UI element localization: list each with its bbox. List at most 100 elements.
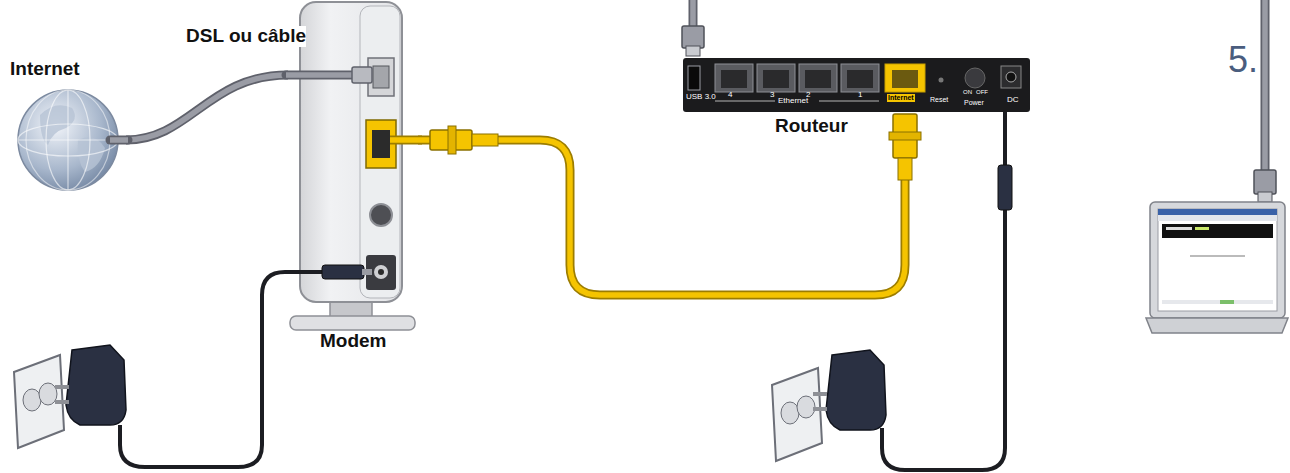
power-cord-part — [813, 392, 827, 396]
cable-label: DSL ou câble — [186, 26, 306, 47]
power-cord-part — [55, 400, 69, 404]
power-cord-part — [813, 407, 827, 411]
cable-outline — [126, 75, 288, 140]
dsl-plug-part — [286, 71, 360, 80]
port-label: Ethernet — [778, 97, 808, 106]
laptop-part — [1254, 170, 1276, 194]
switch-label: Power — [964, 99, 984, 107]
cable-connector — [418, 140, 905, 295]
laptop-part — [1162, 300, 1273, 304]
dsl-plug-part — [352, 67, 372, 83]
globe-icon-part — [110, 136, 128, 145]
globe-icon-part — [18, 139, 118, 140]
router-body-part — [819, 101, 879, 102]
laptop-part — [1261, 0, 1270, 172]
port-label: Internet — [887, 94, 915, 102]
router-body-part — [805, 70, 831, 88]
router-body-part — [885, 64, 925, 92]
power-cord-part — [826, 350, 886, 430]
router-body-part — [715, 101, 775, 102]
cable-outline — [418, 140, 905, 295]
laptop-part — [1190, 255, 1245, 257]
router-body-part — [1006, 72, 1016, 82]
button-label: Reset — [930, 96, 948, 104]
laptop-part — [1150, 202, 1285, 318]
ethernet-plug — [889, 114, 921, 180]
power-cord-part — [998, 165, 1012, 210]
laptop-part — [1258, 192, 1272, 202]
modem-body-part — [378, 269, 384, 275]
switch-label: OFF — [976, 89, 988, 96]
node-label: Internet — [10, 58, 80, 81]
ethernet-cable-part — [689, 0, 698, 28]
cable-core — [418, 140, 905, 295]
router-body-part — [841, 64, 879, 92]
port-number: 4 — [728, 91, 732, 100]
port-number: 3 — [770, 91, 774, 100]
power-cord-part — [772, 368, 822, 461]
node-label: Routeur — [775, 115, 848, 138]
node-label: Modem — [320, 330, 387, 353]
dsl-plug — [286, 67, 372, 83]
router-body-part — [847, 70, 873, 88]
power-cord — [772, 112, 1012, 470]
ethernet-plug-part — [390, 136, 422, 145]
ethernet-cable-part — [690, 0, 696, 28]
globe-icon — [18, 90, 128, 190]
router-body-part — [799, 64, 837, 92]
ethernet-plug-part — [889, 132, 921, 140]
modem-body-part — [300, 2, 402, 302]
modem-node: Modem — [288, 0, 418, 356]
globe-node: Internet — [10, 58, 126, 192]
router-body-part — [892, 70, 918, 88]
step-number: 5. — [1228, 40, 1258, 80]
power-cord — [14, 265, 372, 467]
power-cord-part — [781, 402, 799, 424]
router-body-part — [721, 70, 747, 88]
laptop-part — [1162, 224, 1273, 238]
cable-connector — [126, 75, 288, 140]
ethernet-cable — [682, 0, 704, 56]
ethernet-plug-part — [448, 126, 456, 154]
router-body-part — [965, 68, 985, 88]
ethernet-plug — [390, 126, 498, 154]
modem-body — [290, 2, 415, 330]
modem-body-part — [373, 66, 389, 88]
modem-body-part — [370, 204, 392, 226]
router-body-part — [757, 64, 795, 92]
port-label: USB 3.0 — [686, 93, 716, 102]
laptop — [1146, 0, 1288, 333]
router-body-part — [683, 58, 1030, 112]
globe-icon-part — [18, 124, 118, 156]
power-cord-part — [882, 205, 1005, 470]
power-cord-part — [23, 389, 41, 411]
laptop-part — [1158, 209, 1277, 311]
power-cord-part — [362, 269, 372, 275]
router-body-part — [1001, 66, 1021, 88]
globe-icon-part — [110, 137, 128, 143]
modem-body-part — [372, 130, 390, 158]
port-number: 1 — [858, 91, 862, 100]
power-cord-part — [39, 383, 57, 405]
ethernet-plug-part — [390, 137, 422, 143]
power-cord-part — [120, 272, 330, 467]
ethernet-plug-part — [472, 134, 498, 146]
router-body-part — [763, 70, 789, 88]
laptop-part — [1166, 227, 1192, 230]
power-cord-part — [66, 345, 126, 425]
router-body-part — [715, 64, 753, 92]
router-body — [683, 58, 1030, 112]
router-body-part — [688, 66, 700, 90]
globe-icon-part — [18, 90, 118, 190]
ethernet-cable-part — [682, 26, 704, 48]
ethernet-plug-part — [898, 158, 912, 180]
modem-body-part — [360, 6, 400, 298]
laptop-part — [1158, 215, 1277, 221]
power-cord-part — [797, 396, 815, 418]
laptop-part — [1146, 318, 1288, 333]
switch-label: ON — [963, 89, 972, 96]
port-label: DC — [1007, 96, 1019, 105]
power-cord-part — [1003, 112, 1007, 170]
dsl-plug-part — [286, 72, 360, 78]
